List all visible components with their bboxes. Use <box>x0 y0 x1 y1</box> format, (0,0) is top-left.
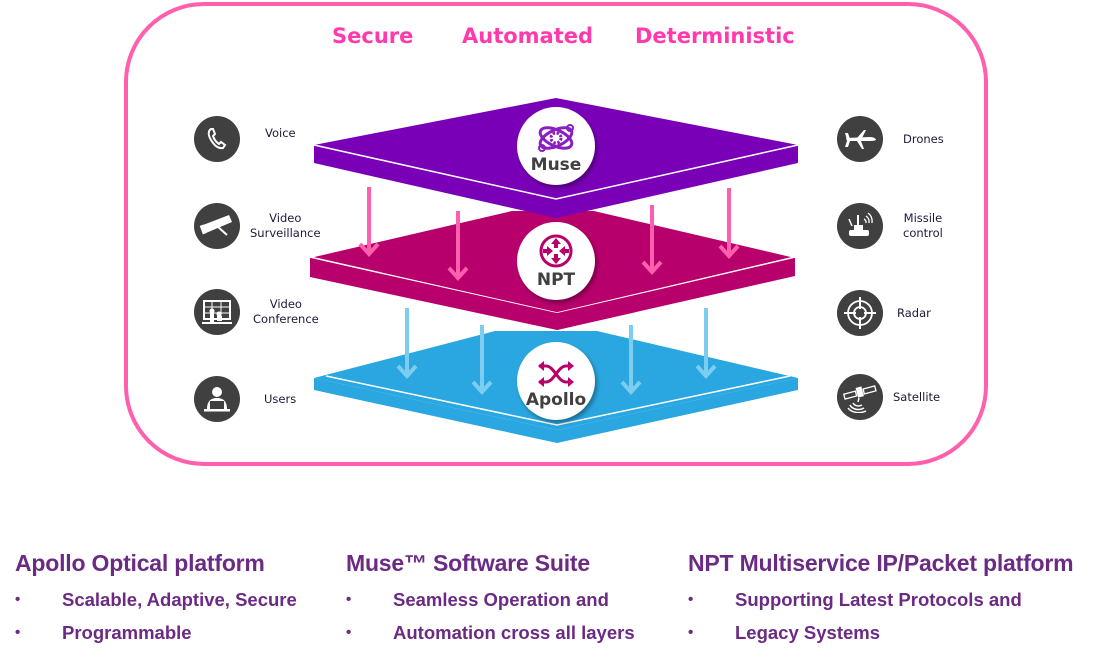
app-voice: Voice <box>194 116 296 162</box>
diagram-frame <box>124 2 988 466</box>
bullet-item: •Seamless Operation and <box>346 589 609 610</box>
app-video-conference: Video Conference <box>194 289 319 335</box>
app-radar: Radar <box>837 290 931 336</box>
arrow-down-icon <box>718 188 740 259</box>
section-apollo-title: Apollo Optical platform <box>15 550 265 576</box>
bullet-item: •Programmable <box>15 622 192 643</box>
app-drones: Drones <box>837 116 944 162</box>
arrow-down-icon <box>620 325 642 395</box>
router-arrows-icon <box>539 234 573 268</box>
app-users: Users <box>194 376 296 422</box>
arrow-down-icon <box>695 308 717 379</box>
drone-icon <box>837 116 883 162</box>
apollo-layer-side <box>314 378 798 443</box>
arrow-down-icon <box>358 187 380 257</box>
app-voice-label: Voice <box>265 126 296 140</box>
arrow-down-icon <box>471 325 493 395</box>
arrow-down-icon <box>396 308 418 379</box>
bullet-item: •Automation cross all layers <box>346 622 635 643</box>
arrow-down-icon <box>641 205 663 275</box>
apollo-label: Apollo <box>525 390 587 410</box>
phone-icon <box>194 116 240 162</box>
section-apollo: Apollo Optical platform •Scalable, Adapt… <box>15 550 297 649</box>
bullet-item: •Scalable, Adaptive, Secure <box>15 589 297 610</box>
optical-switch-icon <box>538 361 574 387</box>
section-muse-title: Muse™ Software Suite <box>346 550 590 576</box>
radar-crosshair-icon <box>837 290 883 336</box>
app-video-surveillance-label: Video Surveillance <box>250 211 321 240</box>
atom-gear-icon <box>538 124 574 152</box>
missile-launcher-icon <box>837 203 883 249</box>
app-satellite: Satellite <box>837 374 940 420</box>
bullet-item: •Legacy Systems <box>688 622 881 643</box>
muse-badge: Muse <box>517 107 595 185</box>
section-apollo-bullets: •Scalable, Adaptive, Secure •Programmabl… <box>15 583 297 649</box>
section-muse-bullets: •Seamless Operation and •Automation cros… <box>346 583 635 649</box>
pillar-automated: Automated <box>462 24 594 48</box>
arrow-down-icon <box>447 211 469 281</box>
muse-label: Muse <box>530 155 582 175</box>
section-npt-title: NPT Multiservice IP/Packet platform <box>688 550 1074 576</box>
apollo-badge: Apollo <box>517 342 595 420</box>
cctv-camera-icon <box>194 203 240 249</box>
user-laptop-icon <box>194 376 240 422</box>
bullet-item: •Supporting Latest Protocols and <box>688 589 1022 610</box>
app-video-conference-label: Video Conference <box>253 297 319 326</box>
app-users-label: Users <box>264 391 297 406</box>
npt-badge: NPT <box>517 222 595 300</box>
app-video-surveillance: Video Surveillance <box>194 203 321 249</box>
section-npt: NPT Multiservice IP/Packet platform •Sup… <box>688 550 1074 649</box>
pink-arrows <box>358 187 740 281</box>
conference-icon <box>194 289 240 335</box>
pillar-secure: Secure <box>332 24 414 48</box>
app-drones-label: Drones <box>903 131 944 146</box>
app-missile-control-label: Missile control <box>903 211 943 240</box>
app-satellite-label: Satellite <box>893 389 941 404</box>
blue-arrows <box>396 308 717 395</box>
section-npt-bullets: •Supporting Latest Protocols and •Legacy… <box>688 583 1073 649</box>
section-muse: Muse™ Software Suite •Seamless Operation… <box>346 550 635 649</box>
pillar-deterministic: Deterministic <box>635 24 795 48</box>
app-radar-label: Radar <box>897 305 931 320</box>
satellite-icon <box>837 374 883 420</box>
app-missile-control: Missile control <box>837 203 943 249</box>
npt-label: NPT <box>536 270 576 290</box>
